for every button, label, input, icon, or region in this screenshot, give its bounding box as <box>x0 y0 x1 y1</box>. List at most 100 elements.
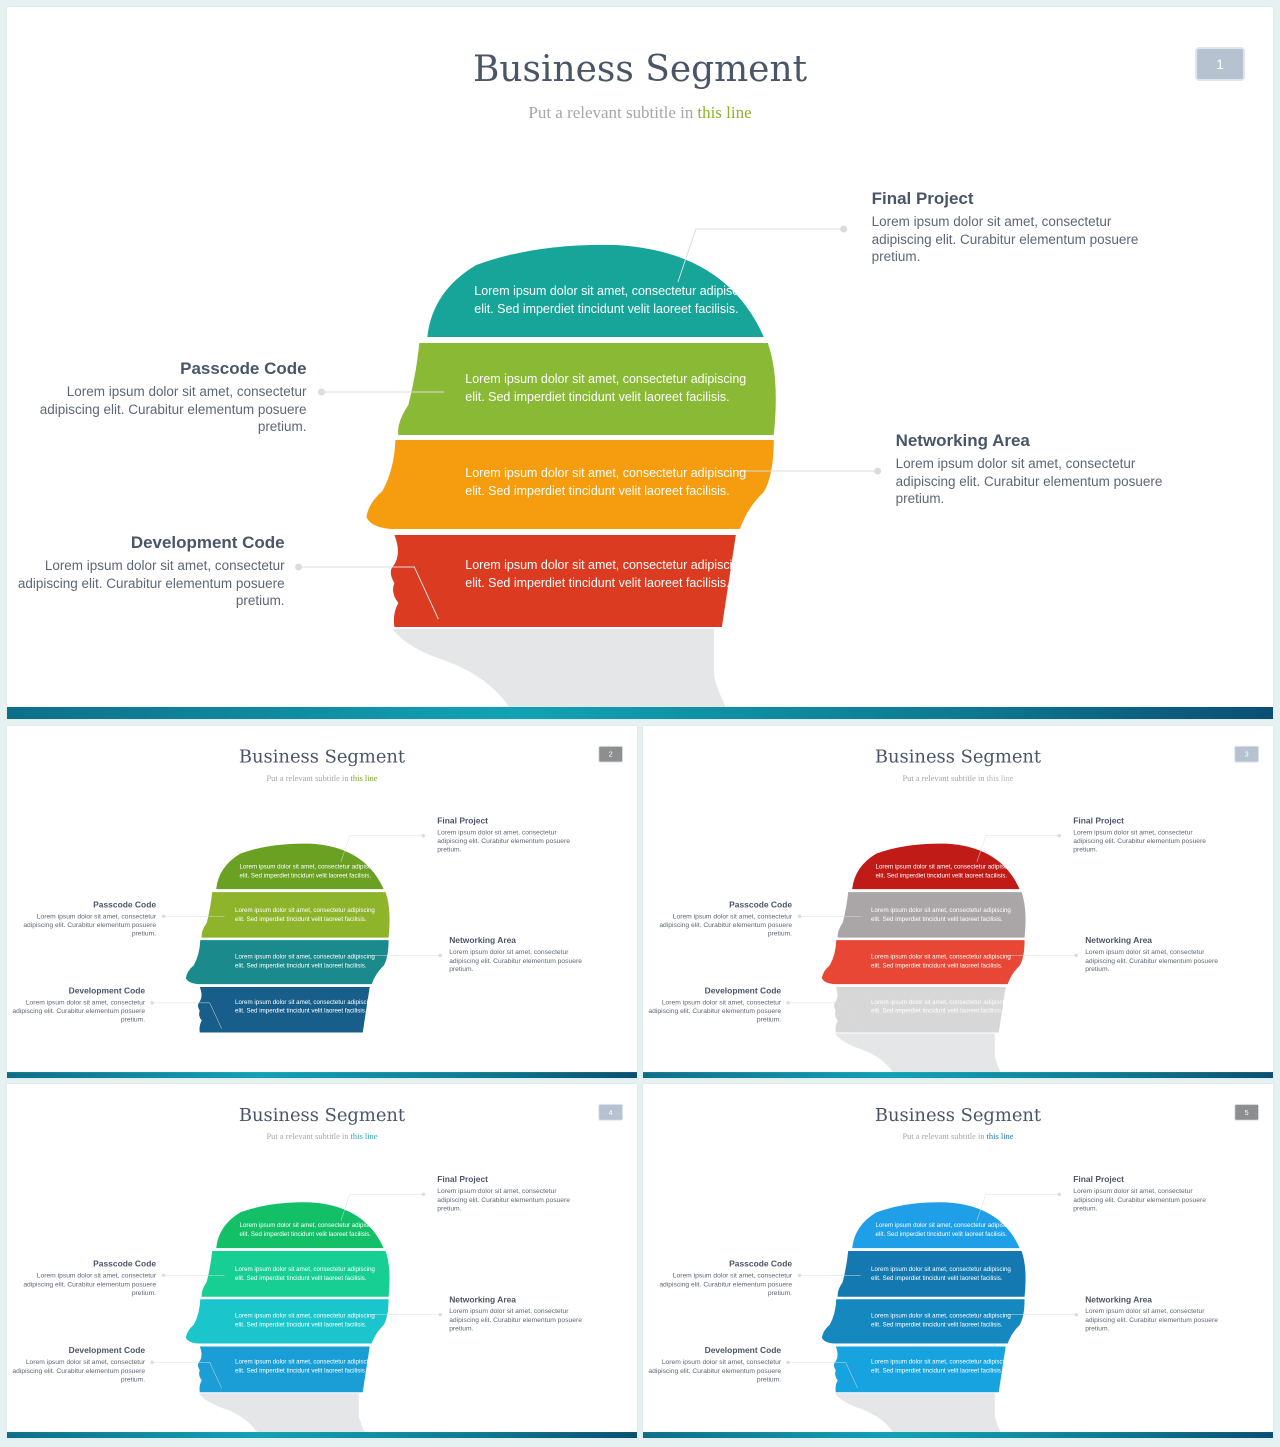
segment-2-text: Lorem ipsum dolor sit amet, consectetur … <box>235 1265 375 1282</box>
slide-3[interactable]: Business Segment Put a relevant subtitle… <box>643 726 1273 1078</box>
head-segment-3 <box>366 440 774 529</box>
connector-dot <box>161 914 166 919</box>
head-segment-2 <box>398 343 776 435</box>
segment-4-text: Lorem ipsum dolor sit amet, consectetur … <box>871 998 1011 1014</box>
final-project-block: Final Project Lorem ipsum dolor sit amet… <box>1073 1174 1207 1212</box>
passcode-code-body: Lorem ipsum dolor sit amet, consectetur … <box>23 912 157 938</box>
connector-dot <box>421 1192 426 1197</box>
connector-dot <box>1074 1312 1078 1317</box>
head-segment-4 <box>197 1346 370 1393</box>
connector-dot <box>786 1001 790 1005</box>
final-project-block: Final Project Lorem ipsum dolor sit amet… <box>437 816 571 854</box>
networking-area-body: Lorem ipsum dolor sit amet, consectetur … <box>449 947 582 973</box>
passcode-code-block: Passcode Code Lorem ipsum dolor sit amet… <box>658 1259 792 1297</box>
connector-development-code <box>298 566 439 620</box>
subtitle-highlight: this line <box>697 103 752 122</box>
connector-dots <box>150 834 442 1005</box>
connector-dots <box>786 1192 1078 1365</box>
final-project-block: Final Project Lorem ipsum dolor sit amet… <box>872 189 1142 266</box>
connector-lines <box>152 1194 441 1389</box>
segment-4-text: Lorem ipsum dolor sit amet, consectetur … <box>235 1357 375 1374</box>
slide-4[interactable]: Business Segment Put a relevant subtitle… <box>7 1084 637 1438</box>
connector-dot <box>840 225 848 233</box>
slide-title: Business Segment <box>874 746 1042 768</box>
slide-footer-bar <box>7 707 1273 719</box>
passcode-code-title: Passcode Code <box>729 1259 793 1269</box>
development-code-body: Lorem ipsum dolor sit amet, consectetur … <box>12 998 146 1024</box>
segment-2-text: Lorem ipsum dolor sit amet, consectetur … <box>235 906 375 923</box>
connector-dot <box>318 388 325 396</box>
head-segment-3 <box>821 940 1025 985</box>
slide-footer-bar <box>643 1432 1273 1438</box>
head-segment-2 <box>201 1251 390 1297</box>
segment-4-text: Lorem ipsum dolor sit amet, consectetur … <box>235 998 375 1014</box>
head-segment-1 <box>216 843 384 890</box>
connector-dots <box>150 1192 442 1365</box>
head-segment-1 <box>852 843 1020 890</box>
slide-1[interactable]: Business Segment Put a relevant subtitle… <box>7 7 1273 719</box>
segment-3-text: Lorem ipsum dolor sit amet, consectetur … <box>235 952 375 969</box>
head-segment-3 <box>185 1299 389 1344</box>
head-neck-shape <box>198 1033 367 1077</box>
connector-dot <box>295 563 303 571</box>
final-project-body: Lorem ipsum dolor sit amet, consectetur … <box>437 1186 570 1212</box>
head-diagram <box>150 834 442 1077</box>
segment-1-text: Lorem ipsum dolor sit amet, consectetur … <box>875 1221 1016 1238</box>
subtitle-prefix: Put a relevant subtitle in <box>266 773 349 783</box>
slide-2[interactable]: Business Segment Put a relevant subtitle… <box>7 726 637 1078</box>
final-project-body: Lorem ipsum dolor sit amet, consectetur … <box>437 828 570 854</box>
head-segment-4 <box>390 535 736 627</box>
subtitle-prefix: Put a relevant subtitle in <box>902 1131 985 1142</box>
slide-title: Business Segment <box>874 1104 1042 1126</box>
page-number-badge: 2 <box>598 745 624 763</box>
final-project-title: Final Project <box>437 815 488 826</box>
passcode-code-block: Passcode Code Lorem ipsum dolor sit amet… <box>22 1259 156 1297</box>
head-neck-shape <box>198 1393 367 1437</box>
slide-title: Business Segment <box>238 1104 406 1126</box>
connector-dot <box>421 834 426 838</box>
head-segment-1 <box>216 1202 384 1249</box>
passcode-code-block: Passcode Code Lorem ipsum dolor sit amet… <box>37 359 307 436</box>
segment-1-text: Lorem ipsum dolor sit amet, consectetur … <box>875 862 1016 879</box>
development-code-body: Lorem ipsum dolor sit amet, consectetur … <box>648 1357 782 1383</box>
connector-development-code <box>788 1002 858 1029</box>
subtitle-highlight: this line <box>986 773 1014 783</box>
head-segment-1 <box>852 1202 1020 1249</box>
segment-2-text: Lorem ipsum dolor sit amet, consectetur … <box>465 372 747 404</box>
head-neck-shape <box>392 629 730 715</box>
final-project-body: Lorem ipsum dolor sit amet, consectetur … <box>1073 828 1206 854</box>
connector-final-project <box>677 228 844 283</box>
connector-dot <box>1074 953 1078 958</box>
networking-area-block: Networking Area Lorem ipsum dolor sit am… <box>896 431 1166 508</box>
networking-area-body: Lorem ipsum dolor sit amet, consectetur … <box>1085 1307 1218 1333</box>
head-diagram <box>786 834 1078 1077</box>
passcode-code-body: Lorem ipsum dolor sit amet, consectetur … <box>659 912 793 938</box>
segment-4-text: Lorem ipsum dolor sit amet, consectetur … <box>465 558 747 590</box>
development-code-title: Development Code <box>704 986 782 996</box>
segment-1-text: Lorem ipsum dolor sit amet, consectetur … <box>239 862 380 879</box>
passcode-code-body: Lorem ipsum dolor sit amet, consectetur … <box>23 1271 157 1297</box>
development-code-block: Development Code Lorem ipsum dolor sit a… <box>15 533 285 610</box>
slide-footer-bar <box>7 1072 637 1078</box>
head-segment-2 <box>201 892 390 938</box>
final-project-title: Final Project <box>1073 1174 1124 1184</box>
networking-area-title: Networking Area <box>449 1294 517 1305</box>
head-segment-4 <box>833 1346 1006 1393</box>
connector-development-code <box>788 1362 858 1389</box>
head-segment-1 <box>427 244 764 337</box>
passcode-code-title: Passcode Code <box>93 900 157 910</box>
head-segment-3 <box>185 940 389 985</box>
networking-area-body: Lorem ipsum dolor sit amet, consectetur … <box>449 1307 582 1333</box>
segment-2-text: Lorem ipsum dolor sit amet, consectetur … <box>871 1265 1011 1282</box>
connector-dot <box>438 953 442 958</box>
subtitle-prefix: Put a relevant subtitle in <box>528 103 694 122</box>
development-code-block: Development Code Lorem ipsum dolor sit a… <box>647 1346 781 1384</box>
passcode-code-block: Passcode Code Lorem ipsum dolor sit amet… <box>658 900 792 938</box>
subtitle-prefix: Put a relevant subtitle in <box>902 773 985 783</box>
slide-5[interactable]: Business Segment Put a relevant subtitle… <box>643 1084 1273 1438</box>
networking-area-title: Networking Area <box>1085 1294 1153 1305</box>
